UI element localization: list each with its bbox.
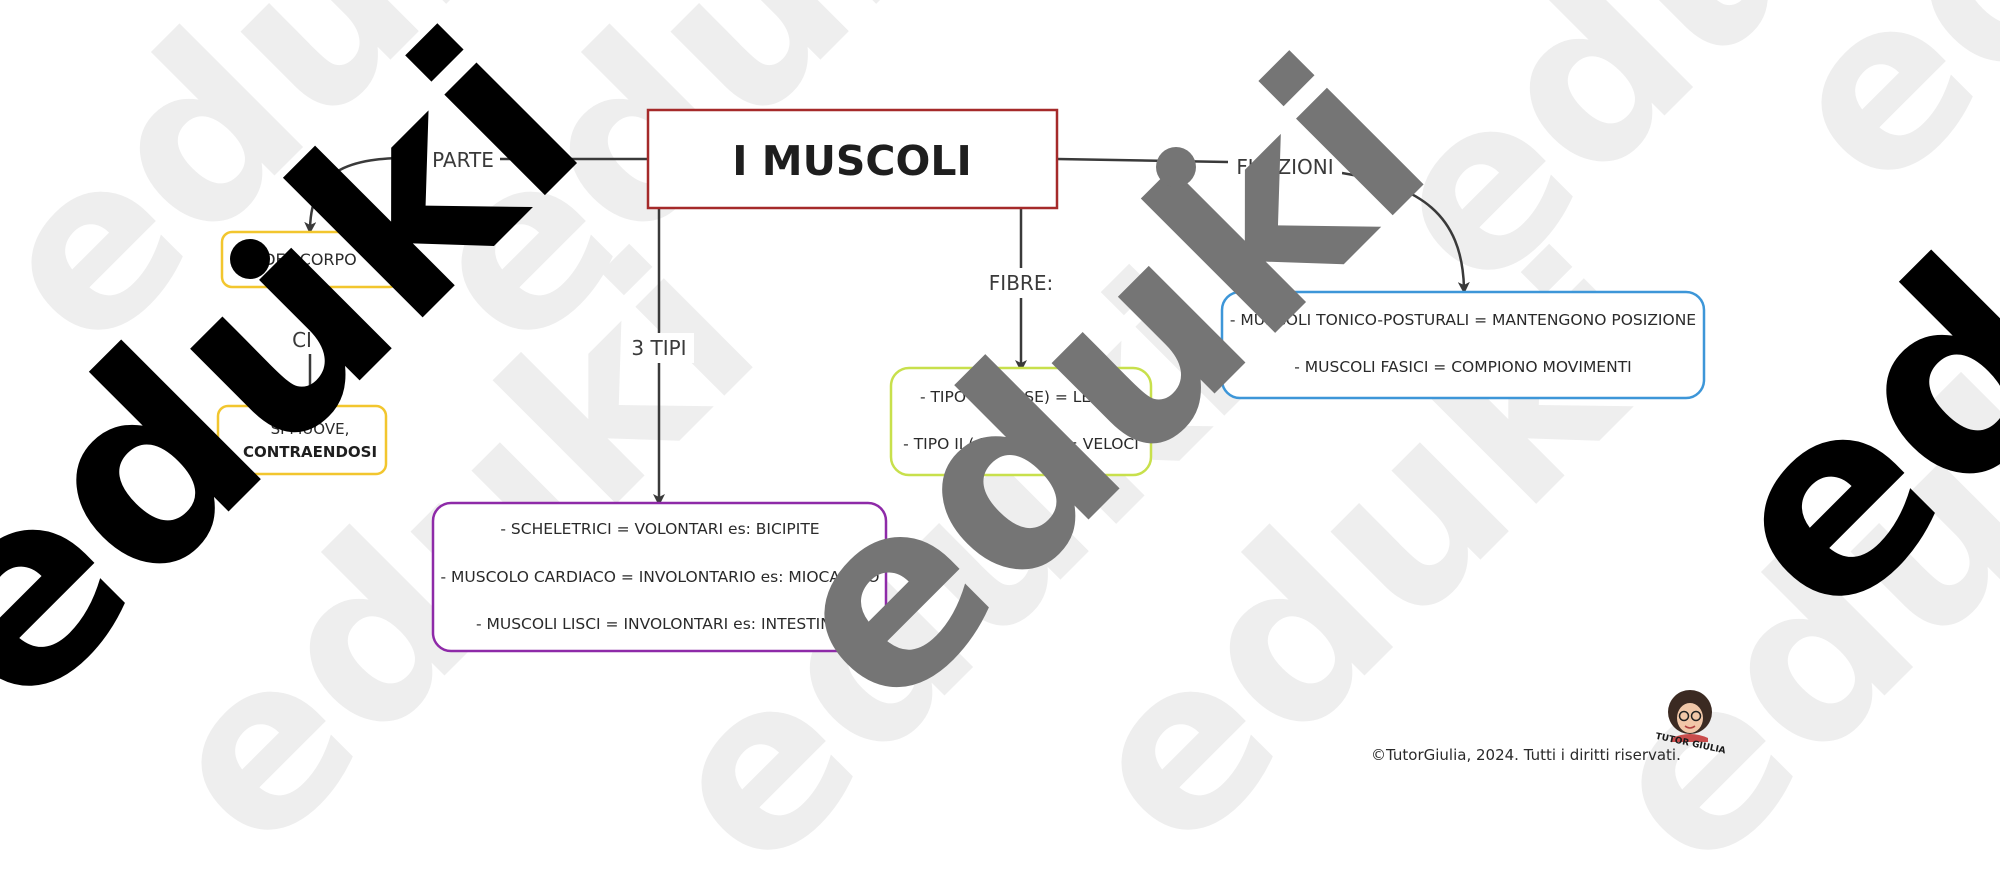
connector-funzioni — [1056, 157, 1464, 288]
node-funzioni: - MUSCOLI TONICO-POSTURALI = MANTENGONO … — [1220, 290, 1706, 400]
copyright-footer: ©TutorGiulia, 2024. Tutti i diritti rise… — [1371, 746, 1681, 764]
del-corpo-text: DEL CORPO — [263, 250, 357, 269]
label-bg — [286, 326, 334, 354]
del-corpo-box — [220, 230, 401, 289]
tipi-item-2: - MUSCOLO CARDIACO = INVOLONTARIO es: MI… — [441, 568, 880, 586]
node-fibre: - TIPO I ( ROSSE) = LENTE - TIPO II ( BI… — [889, 366, 1153, 477]
edge-labels: PARTE 3 TIPI FIBRE: FUNZIONI CI — [286, 146, 1342, 363]
node-contraendosi: SI MUOVE, CONTRAENDOSI — [216, 404, 388, 476]
edge-label-ci: CI — [292, 328, 312, 352]
label-bg — [986, 268, 1056, 298]
funzioni-item-2: - MUSCOLI FASICI = COMPIONO MOVIMENTI — [1294, 358, 1632, 376]
fibre-item-2: - TIPO II ( BIANCHE ) = VELOCI — [903, 435, 1139, 453]
node-title: I MUSCOLI — [646, 108, 1059, 210]
watermark-gray-dot — [1156, 147, 1196, 187]
edge-label-funzioni: FUNZIONI — [1236, 155, 1333, 179]
edge-label-3-tipi: 3 TIPI — [631, 336, 686, 360]
title-box — [646, 108, 1059, 210]
tipi-item-3: - MUSCOLI LISCI = INVOLONTARI es: INTEST… — [476, 615, 844, 633]
edge-label-parte: PARTE — [432, 148, 494, 172]
label-bg — [1228, 152, 1342, 180]
avatar-mouth — [1684, 725, 1696, 729]
tipi-item-1: - SCHELETRICI = VOLONTARI es: BICIPITE — [500, 520, 819, 538]
watermark-black-dot — [230, 239, 270, 279]
contraendosi-line1: SI MUOVE, — [271, 420, 350, 438]
avatar-face — [1677, 703, 1703, 733]
tipi-box — [431, 501, 888, 653]
page-title: I MUSCOLI — [732, 137, 971, 185]
fibre-item-1: - TIPO I ( ROSSE) = LENTE — [920, 388, 1122, 406]
funzioni-box — [1220, 290, 1706, 400]
edge-label-fibre: FIBRE: — [989, 271, 1053, 295]
glasses-icon — [1690, 710, 1702, 722]
contraendosi-line2: CONTRAENDOSI — [243, 443, 377, 461]
fibre-box — [889, 366, 1153, 477]
node-del-corpo: DEL CORPO — [220, 230, 401, 289]
glasses-icon — [1678, 710, 1690, 722]
label-bg — [624, 333, 694, 363]
contraendosi-box — [216, 404, 388, 476]
connectors — [310, 156, 1464, 506]
label-bg — [426, 146, 500, 172]
funzioni-item-1: - MUSCOLI TONICO-POSTURALI = MANTENGONO … — [1230, 311, 1696, 329]
connector-parte — [310, 156, 648, 228]
node-tipi: - SCHELETRICI = VOLONTARI es: BICIPITE -… — [431, 501, 888, 653]
avatar-shoulders — [1672, 734, 1708, 742]
